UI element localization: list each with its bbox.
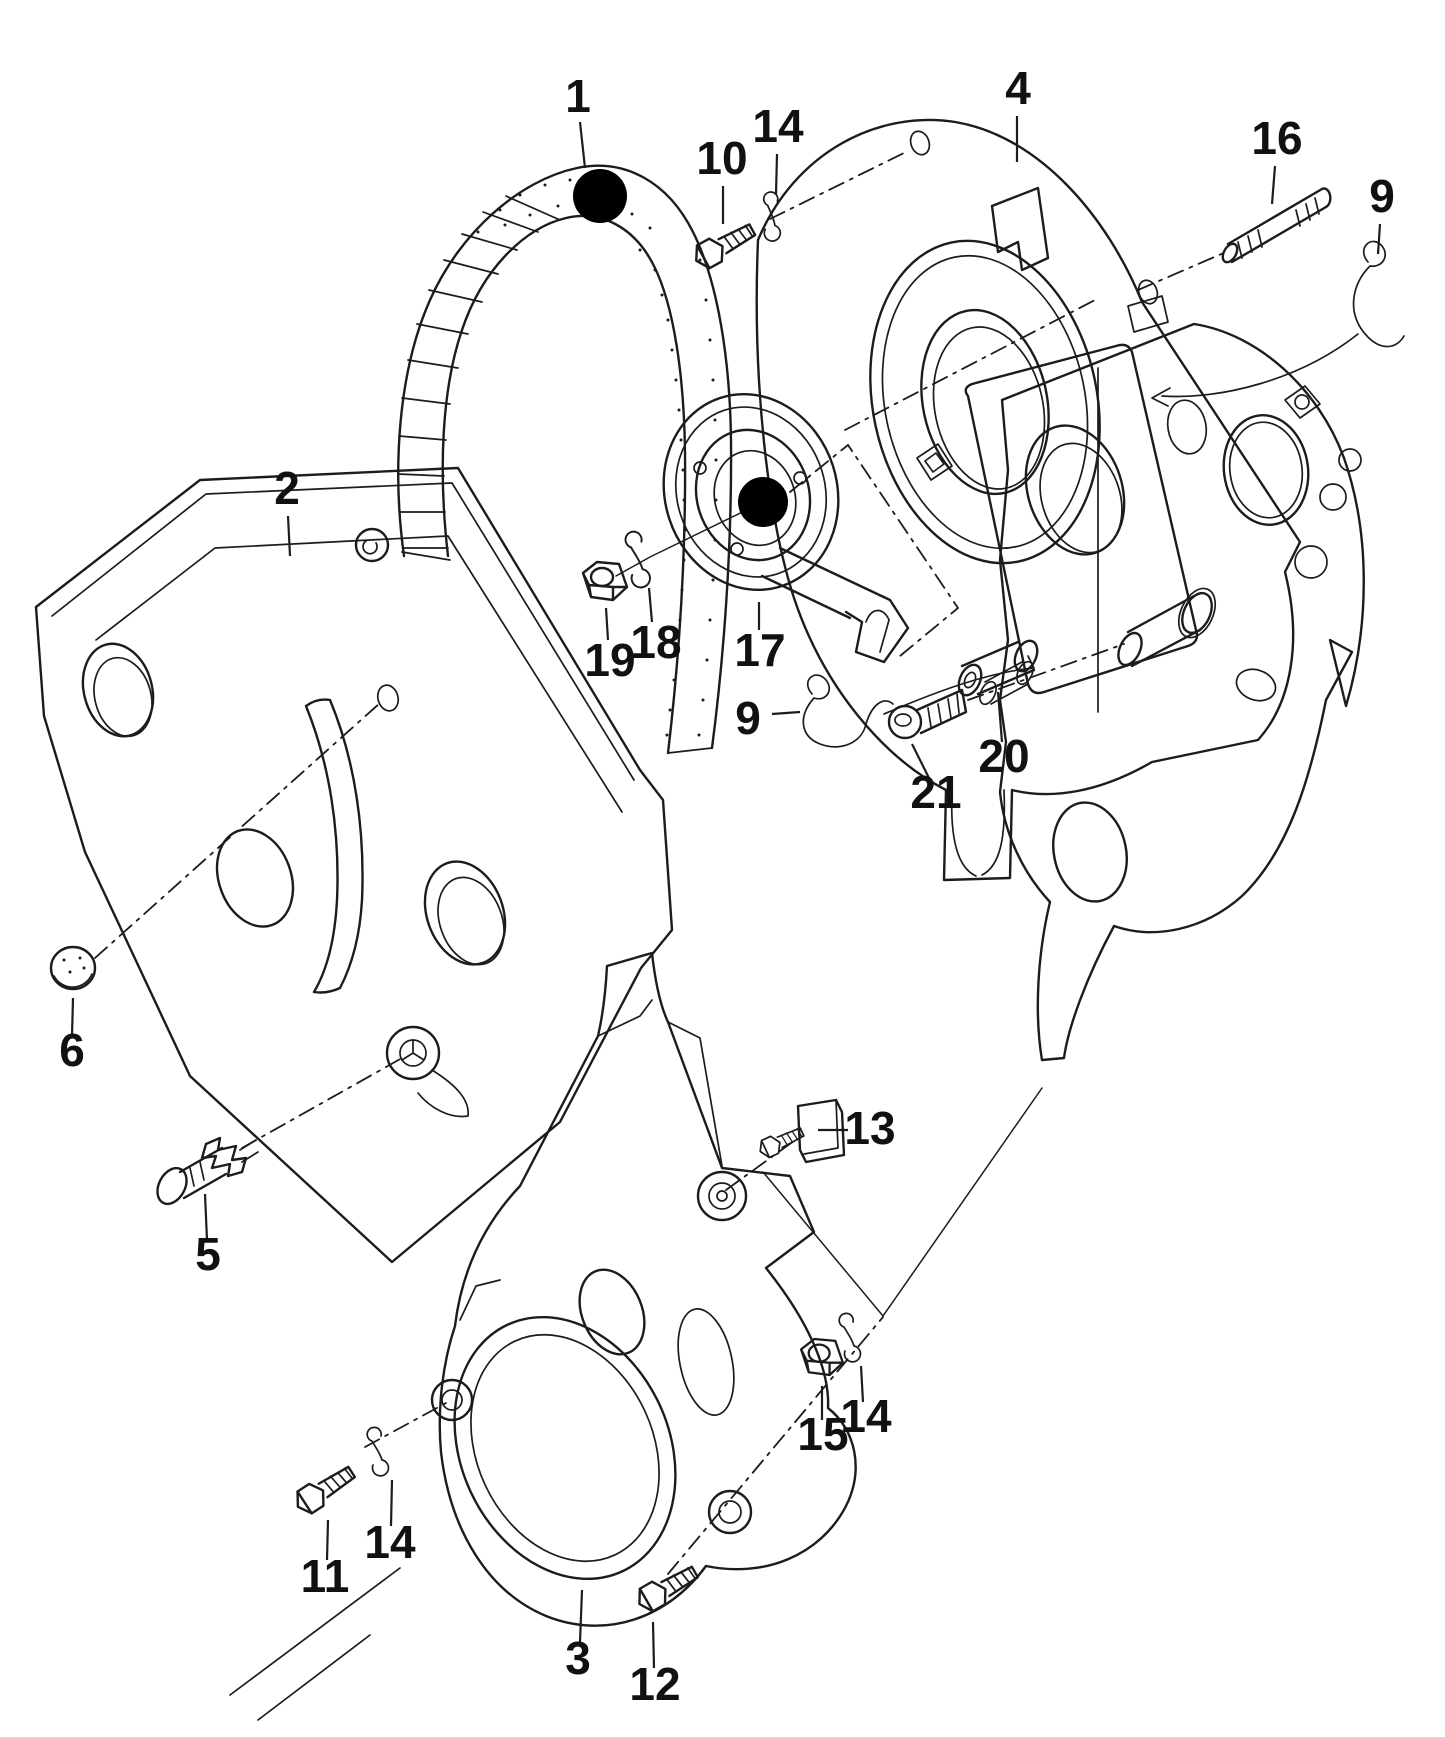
callout-label-13: 13 <box>844 1102 895 1154</box>
callout-leader <box>651 1621 656 1669</box>
bolt-13-plate <box>796 1098 846 1164</box>
callout-label-9: 9 <box>1369 170 1395 222</box>
stud-16 <box>1221 187 1332 264</box>
expanding-rivet-5 <box>156 1136 259 1206</box>
bolt-11 <box>289 1459 360 1519</box>
assembly-lines <box>94 150 1227 1575</box>
callout-label-10: 10 <box>696 132 747 184</box>
callout-label-4: 4 <box>1005 62 1031 114</box>
rear-cover <box>755 118 1302 882</box>
callout-leader <box>604 607 610 641</box>
belt-teeth <box>397 195 561 549</box>
callout-label-14: 14 <box>364 1516 416 1568</box>
callout-leader <box>774 153 779 195</box>
clip-14-right <box>838 1312 862 1363</box>
lower-cover <box>229 951 857 1721</box>
callout-leader <box>286 515 292 557</box>
callout-leader <box>1376 223 1382 255</box>
callout-label-21: 21 <box>910 766 961 818</box>
callout-leader <box>859 1365 865 1403</box>
callout-label-12: 12 <box>629 1658 680 1710</box>
bolt-12 <box>631 1559 703 1617</box>
spring-clip-9-mid <box>802 655 1035 748</box>
bolt-21 <box>887 688 968 740</box>
callout-label-11: 11 <box>301 1550 350 1602</box>
position-marker-dot <box>738 477 788 527</box>
callout-leader <box>911 743 931 781</box>
upper-cover <box>34 466 674 1264</box>
callout-label-14: 14 <box>752 100 804 152</box>
tensioner-fork-arm <box>760 546 910 664</box>
plate-sleeve-long <box>1117 587 1217 668</box>
callout-label-2: 2 <box>274 462 300 514</box>
callout-label-1: 1 <box>565 70 591 122</box>
backing-plate <box>979 322 1365 1062</box>
callout-label-3: 3 <box>565 1632 591 1684</box>
callout-label-5: 5 <box>195 1228 221 1280</box>
callout-label-18: 18 <box>630 616 681 668</box>
cap-6 <box>49 945 97 991</box>
callout-label-15: 15 <box>797 1408 848 1460</box>
boss-bottom-right <box>707 1489 753 1535</box>
callout-leader <box>389 1479 394 1527</box>
callout-label-19: 19 <box>584 634 635 686</box>
callout-label-20: 20 <box>978 730 1029 782</box>
top-slot <box>1127 295 1169 333</box>
clip-14-left <box>366 1426 390 1477</box>
cover4-hole-top <box>909 130 931 156</box>
cover4-hole-right <box>1137 279 1159 305</box>
plate-square-boss <box>1284 385 1321 419</box>
callout-leader <box>70 997 75 1037</box>
cover-boss <box>385 1025 469 1118</box>
cover-slot <box>304 698 364 994</box>
nut-19 <box>581 560 629 602</box>
boss-top-right <box>696 1170 748 1222</box>
callout-label-16: 16 <box>1251 112 1302 164</box>
window-panel <box>964 343 1199 713</box>
position-marker-dot <box>573 169 627 223</box>
callout-leader <box>771 710 801 716</box>
callout-leader <box>578 1589 584 1643</box>
callout-leader <box>578 121 587 169</box>
callout-leader <box>1270 165 1277 205</box>
callout-label-14: 14 <box>840 1390 892 1442</box>
cover-pin-hole <box>376 684 400 712</box>
tensioner-pulley <box>662 392 910 664</box>
callout-label-6: 6 <box>59 1024 85 1076</box>
callout-leader <box>996 691 1004 743</box>
hook-bracket <box>990 186 1050 272</box>
callout-leader <box>647 587 654 623</box>
square-boss <box>916 443 953 481</box>
callout-leader <box>325 1519 330 1561</box>
callout-leader <box>203 1193 209 1241</box>
marker-layer <box>573 169 788 527</box>
spring-clip-9-top <box>1151 240 1405 407</box>
callout-label-17: 17 <box>734 624 785 676</box>
callout-label-9: 9 <box>735 692 761 744</box>
boss-left <box>430 1378 474 1422</box>
ridge-screw-tab <box>354 527 390 563</box>
